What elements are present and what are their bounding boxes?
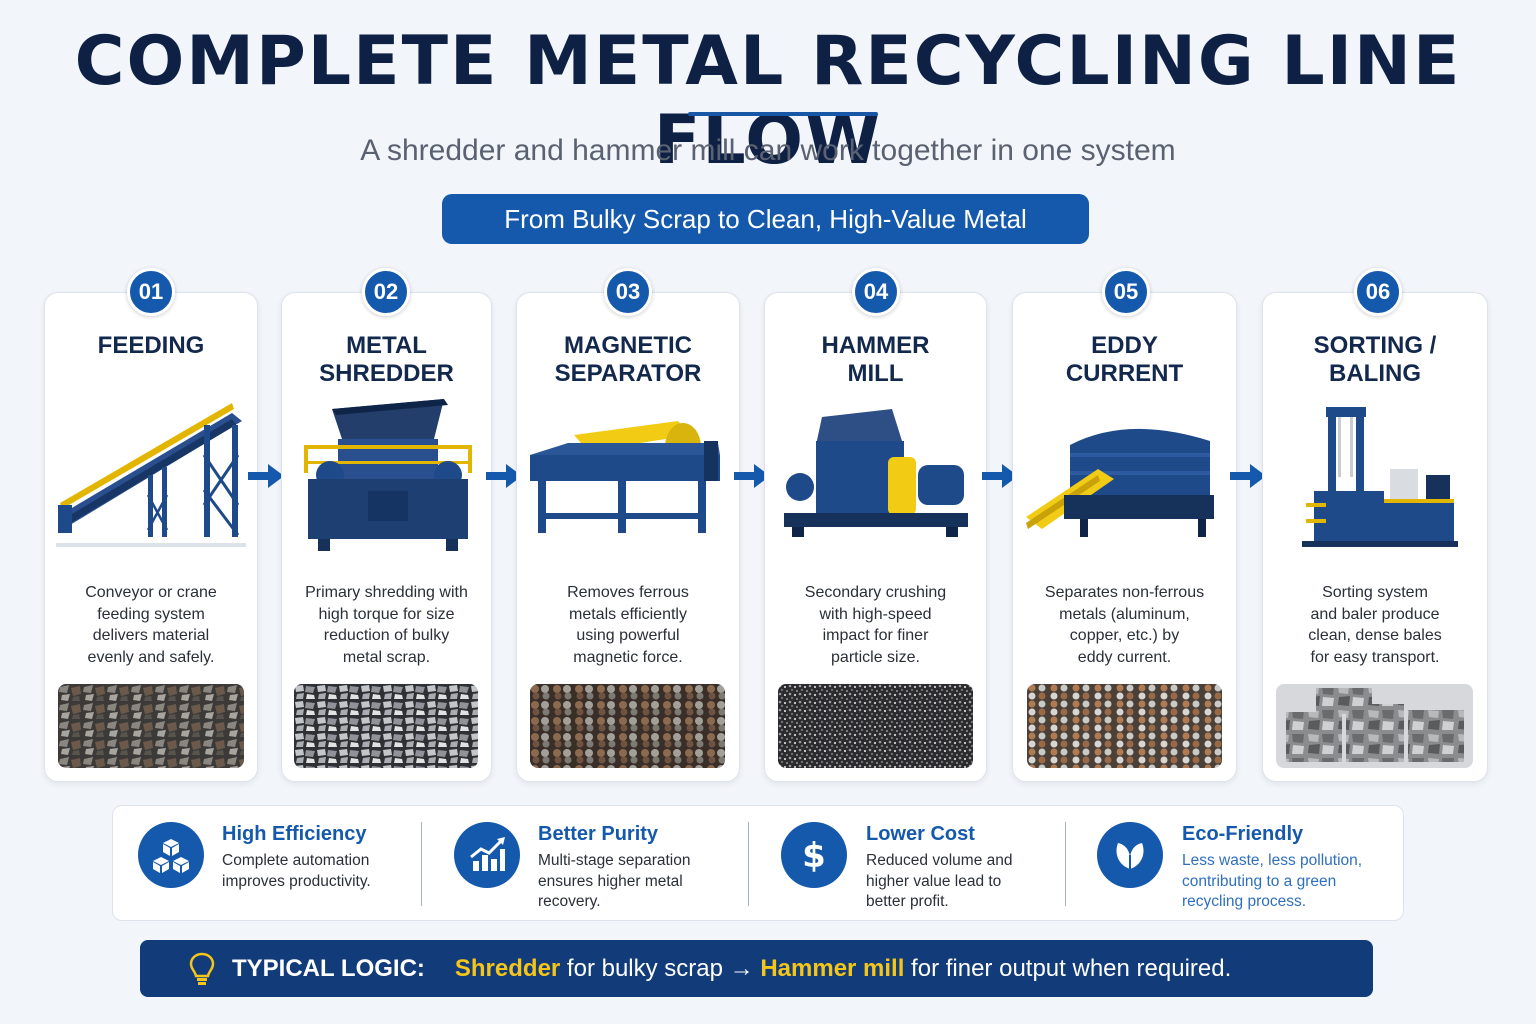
benefit-text: Complete automation improves productivit…	[222, 852, 371, 890]
step-number-badge: 03	[604, 268, 652, 316]
benefit-title: Better Purity	[538, 823, 659, 845]
logic-text: for finer output when required.	[904, 954, 1232, 982]
desc-line: evenly and safely.	[87, 648, 215, 666]
divider	[421, 822, 422, 906]
scrap-sample-image	[778, 684, 973, 768]
desc-line: Conveyor or crane	[85, 584, 217, 601]
flow-arrow-icon	[248, 464, 284, 488]
desc-line: Sorting system	[1322, 584, 1428, 601]
lightbulb-icon	[189, 952, 215, 985]
desc-line: feeding system	[97, 605, 205, 623]
logic-text: for bulky scrap →	[560, 954, 761, 982]
desc-line: metal scrap.	[342, 648, 431, 666]
desc-line: with high-speed	[819, 605, 932, 623]
step-number-badge: 05	[1102, 268, 1150, 316]
step-description: Secondary crushing with high-speed impac…	[764, 582, 987, 668]
desc-line: impact for finer	[822, 627, 929, 644]
step-number-badge: 02	[362, 268, 410, 316]
desc-line: Removes ferrous	[567, 584, 689, 601]
desc-line: using powerful	[576, 627, 680, 644]
divider	[1065, 822, 1066, 906]
step-title: METAL SHREDDER	[319, 332, 454, 387]
conveyor-icon	[56, 403, 246, 547]
desc-line: reduction of bulky	[323, 627, 450, 644]
dollar-icon: $	[781, 822, 847, 888]
divider	[748, 822, 749, 906]
benefit-text: Reduced volume and higher value lead to …	[866, 852, 1013, 910]
benefit-title: High Efficiency	[222, 823, 367, 845]
logic-hammer-mill: Hammer mill	[760, 954, 905, 982]
step-description: Conveyor or crane feeding system deliver…	[44, 582, 258, 668]
scrap-sample-image	[58, 684, 244, 768]
step-title: HAMMER MILL	[821, 332, 930, 387]
desc-line: high torque for size	[318, 605, 455, 623]
headline-banner: From Bulky Scrap to Clean, High-Value Me…	[442, 194, 1089, 244]
logic-shredder: Shredder	[454, 954, 561, 982]
step-title: SORTING / BALING	[1313, 332, 1437, 387]
step-number-badge: 01	[127, 268, 175, 316]
eddy-current-icon	[1026, 428, 1214, 537]
hammer-mill-icon	[784, 409, 968, 537]
svg-text:$: $	[802, 836, 826, 875]
desc-line: eddy current.	[1077, 648, 1172, 666]
step-number-badge: 04	[852, 268, 900, 316]
magnetic-separator-icon	[530, 421, 720, 533]
benefit-title: Lower Cost	[866, 823, 975, 845]
logic-label: TYPICAL LOGIC:	[232, 954, 425, 982]
scrap-sample-image	[294, 684, 478, 768]
desc-line: for easy transport.	[1310, 648, 1440, 666]
typical-logic-bar: TYPICAL LOGIC: Shredder for bulky scrap …	[140, 940, 1373, 997]
benefits-panel	[112, 805, 1404, 921]
desc-line: copper, etc.) by	[1069, 627, 1180, 644]
page-subtitle: A shredder and hammer mill can work toge…	[360, 134, 1176, 167]
desc-line: Separates non-ferrous	[1044, 584, 1205, 601]
shredder-icon	[304, 399, 472, 551]
step-title: FEEDING	[97, 332, 205, 359]
cubes-icon	[138, 822, 204, 888]
desc-line: Primary shredding with	[305, 584, 468, 601]
desc-line: clean, dense bales	[1308, 627, 1442, 644]
title-underline	[688, 112, 878, 116]
desc-line: Secondary crushing	[804, 584, 947, 601]
desc-line: particle size.	[831, 648, 920, 666]
scrap-sample-image	[530, 684, 725, 768]
flow-arrow-icon	[982, 464, 1018, 488]
benefit-text: Multi-stage separation ensures higher me…	[538, 852, 691, 910]
scrap-sample-image	[1027, 684, 1222, 768]
desc-line: metals efficiently	[569, 605, 687, 623]
desc-line: and baler produce	[1310, 605, 1440, 623]
step-description: Primary shredding with high torque for s…	[281, 582, 492, 668]
scrap-sample-image	[1276, 684, 1473, 768]
banner-text: From Bulky Scrap to Clean, High-Value Me…	[504, 203, 1027, 234]
baler-icon	[1302, 407, 1458, 547]
desc-line: magnetic force.	[573, 648, 683, 666]
growth-chart-icon	[454, 822, 520, 888]
step-description: Sorting system and baler produce clean, …	[1262, 582, 1488, 668]
step-description: Removes ferrous metals efficiently using…	[516, 582, 740, 668]
flow-arrow-icon	[1230, 464, 1266, 488]
flow-arrow-icon	[734, 464, 770, 488]
step-title: MAGNETIC SEPARATOR	[554, 332, 702, 387]
step-description: Separates non-ferrous metals (aluminum, …	[1012, 582, 1237, 668]
step-title: EDDY CURRENT	[1065, 332, 1184, 387]
benefit-title: Eco-Friendly	[1182, 823, 1304, 845]
benefit-text: Less waste, less pollution, contributing…	[1182, 852, 1363, 910]
flow-arrow-icon	[486, 464, 522, 488]
desc-line: metals (aluminum,	[1059, 605, 1190, 623]
desc-line: delivers material	[92, 627, 210, 644]
step-number-badge: 06	[1354, 268, 1402, 316]
leaf-icon	[1097, 822, 1163, 888]
